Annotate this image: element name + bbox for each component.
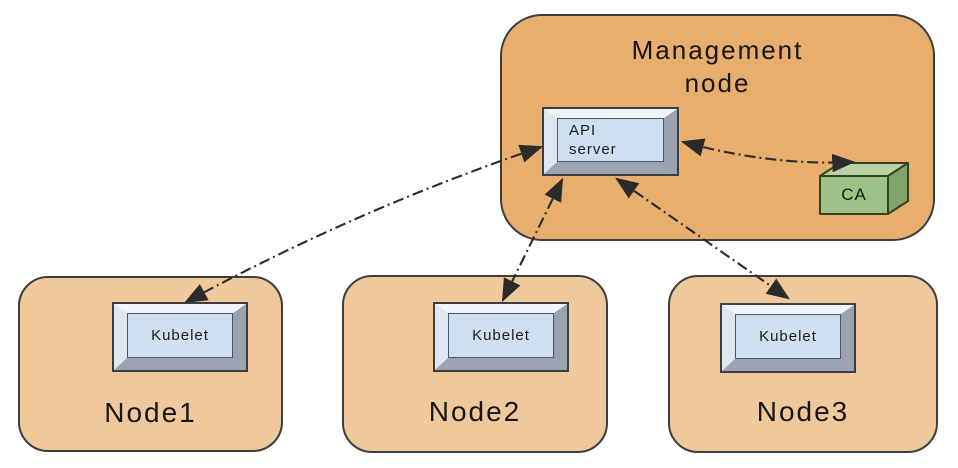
management-node-label: Management node [631, 35, 804, 98]
kubelet-node1-box: Kubelet [112, 302, 248, 372]
node1-box: Kubelet Node1 [18, 276, 283, 452]
kubelet-node2-bevel [435, 304, 567, 370]
management-node-box: Management node API server CA [500, 14, 935, 241]
api-server-box: API server [542, 107, 679, 176]
ca-front-face [819, 175, 889, 215]
kubelet-node3-box: Kubelet [720, 303, 856, 373]
ca-box: CA [810, 154, 920, 220]
kubelet-node3-bevel [722, 305, 854, 371]
node2-box: Kubelet Node2 [342, 275, 608, 453]
kubelet-node1-label: Kubelet [151, 327, 209, 344]
node3-label: Node3 [756, 396, 850, 427]
node2-label: Node2 [428, 396, 522, 427]
node3-box: Kubelet Node3 [668, 275, 938, 453]
kubelet-node2-label: Kubelet [472, 327, 530, 344]
api-server-bevel [544, 109, 677, 174]
kubelet-node1-bevel [114, 304, 246, 370]
kubelet-node2-box: Kubelet [433, 302, 569, 372]
node1-label: Node1 [104, 397, 197, 428]
api-server-label: API server [569, 122, 617, 158]
kubelet-node3-label: Kubelet [759, 328, 817, 345]
ca-label: CA [841, 185, 867, 204]
